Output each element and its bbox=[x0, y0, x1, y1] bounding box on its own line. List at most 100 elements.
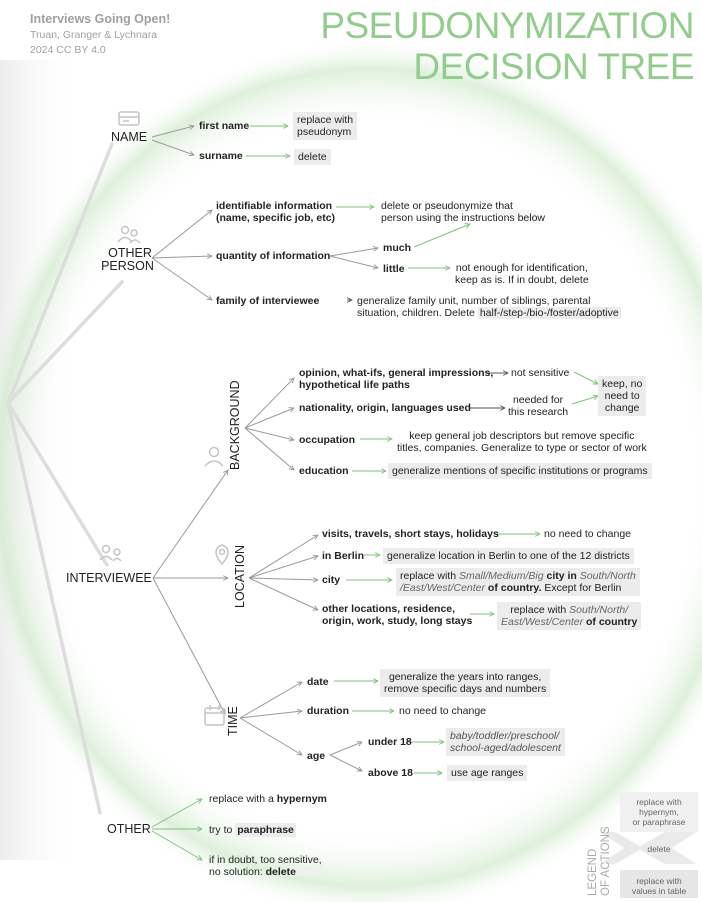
action-text-1: no solution: bbox=[209, 866, 266, 878]
action-line-1: generalize the years into ranges, bbox=[388, 671, 542, 683]
action-text-1: replace with bbox=[400, 570, 459, 582]
legend-item-delete: delete bbox=[647, 844, 671, 854]
action-text-5: /East/West/Center bbox=[400, 582, 486, 594]
category-other: OTHER bbox=[107, 822, 151, 836]
action-text-2: South/North/ bbox=[569, 604, 629, 616]
authors: Truan, Granger & Lychnara bbox=[30, 29, 158, 41]
node-line-1: opinion, what-ifs, general impressions, bbox=[299, 367, 494, 379]
node-date: date bbox=[307, 676, 329, 688]
node-under-18: under 18 bbox=[368, 736, 412, 748]
action-keep-general-job-descriptors: keep general job descriptors but remove … bbox=[397, 430, 647, 454]
action-if-in-doubt-delete: if in doubt, too sensitive, no solution:… bbox=[209, 854, 322, 878]
people-icon bbox=[117, 225, 141, 244]
action-text-1: try to bbox=[209, 824, 236, 836]
action-not-enough-for-identification: not enough for identification, keep as i… bbox=[455, 262, 589, 286]
node-identifiable-information: identifiable information (name, specific… bbox=[216, 200, 335, 224]
subcategory-background: BACKGROUND bbox=[228, 380, 242, 470]
action-line-2: situation, children. Delete half-/step-/… bbox=[357, 307, 621, 319]
node-visits-travels: visits, travels, short stays, holidays bbox=[322, 528, 499, 540]
action-text-2: hypernym bbox=[276, 793, 327, 805]
node-occupation: occupation bbox=[299, 434, 356, 446]
node-duration: duration bbox=[307, 705, 349, 717]
action-line-2: /East/West/Center of country. Except for… bbox=[400, 582, 636, 594]
legend-item-hypernym: replace with hypernym, or paraphrase bbox=[620, 797, 698, 827]
node-line-1: identifiable information bbox=[216, 200, 333, 212]
node-above-18: above 18 bbox=[368, 767, 413, 779]
legend-line-3: or paraphrase bbox=[632, 817, 686, 827]
action-text-3: city in bbox=[543, 570, 580, 582]
node-city: city bbox=[322, 574, 341, 586]
map-pin-icon bbox=[215, 544, 229, 566]
category-name: NAME bbox=[111, 130, 148, 144]
action-line-2: no solution: delete bbox=[209, 866, 322, 878]
action-text-7: Except for Berlin bbox=[544, 582, 622, 594]
action-line-3: change bbox=[604, 402, 640, 414]
node-in-berlin: in Berlin bbox=[322, 550, 365, 562]
legend-line-2: values in table bbox=[631, 886, 687, 896]
legend-item-table: replace with values in table bbox=[620, 876, 698, 896]
action-line-2: titles, companies. Generalize to type or… bbox=[397, 442, 647, 454]
action-keep-no-need-to-change: keep, no need to change bbox=[598, 376, 647, 416]
action-line-2: need to bbox=[604, 390, 640, 402]
node-much: much bbox=[383, 242, 412, 254]
action-text-2: paraphrase bbox=[235, 823, 296, 837]
action-text-4: of country bbox=[583, 616, 638, 628]
action-line-1: replace with South/North/ bbox=[501, 604, 637, 616]
action-line-1: if in doubt, too sensitive, bbox=[209, 854, 322, 866]
legend-line-1: replace with bbox=[636, 797, 682, 807]
person-icon bbox=[204, 446, 224, 467]
action-text-1: replace with a bbox=[209, 793, 277, 805]
action-line-2: remove specific days and numbers bbox=[384, 683, 547, 695]
node-age: age bbox=[307, 750, 326, 762]
action-visits-no-need-to-change: no need to change bbox=[544, 528, 631, 540]
action-line-2: school-aged/adolescent bbox=[450, 742, 561, 754]
project-title: Interviews Going Open! bbox=[30, 12, 171, 26]
action-duration-no-need-to-change: no need to change bbox=[399, 705, 486, 717]
action-line-1: delete or pseudonymize that bbox=[381, 200, 513, 212]
page-title-line-2: DECISION TREE bbox=[413, 46, 694, 87]
action-generalize-institutions: generalize mentions of specific institut… bbox=[388, 463, 652, 479]
action-line-2-highlight: half-/step-/bio-/foster/adoptive bbox=[477, 307, 621, 319]
node-other-locations: other locations, residence, origin, work… bbox=[322, 603, 472, 627]
category-other-person-1: OTHER bbox=[108, 246, 152, 260]
subcategory-time: TIME bbox=[226, 706, 240, 736]
legend-line-2: hypernym, bbox=[639, 807, 679, 817]
action-replace-with-pseudonym: replace with pseudonym bbox=[293, 112, 358, 140]
node-line-2: hypothetical life paths bbox=[299, 379, 410, 391]
legend-line-1: replace with bbox=[636, 876, 682, 886]
action-line-2-text: situation, children. Delete bbox=[357, 307, 478, 319]
node-line-2: origin, work, study, long stays bbox=[322, 615, 473, 627]
category-interviewee: INTERVIEWEE bbox=[66, 571, 152, 585]
action-generalize-family-unit: generalize family unit, number of siblin… bbox=[357, 295, 621, 319]
action-age-groups: baby/toddler/preschool/ school-aged/adol… bbox=[446, 728, 565, 756]
calendar-icon bbox=[204, 705, 225, 726]
action-line-1: keep, no bbox=[602, 378, 643, 390]
node-nationality-origin-languages: nationality, origin, languages used bbox=[299, 402, 471, 414]
legend-title-1: LEGEND bbox=[587, 848, 599, 896]
action-line-1: keep general job descriptors but remove … bbox=[409, 430, 635, 442]
action-use-age-ranges: use age ranges bbox=[447, 765, 528, 781]
action-line-2: keep as is. If in doubt, delete bbox=[455, 274, 589, 286]
action-line-1: replace with bbox=[297, 114, 354, 126]
credit-card-icon bbox=[118, 111, 140, 126]
node-little: little bbox=[383, 263, 405, 275]
subcategory-location: LOCATION bbox=[233, 545, 247, 608]
action-text-4: South/North bbox=[579, 570, 636, 582]
action-text-1: replace with bbox=[510, 604, 570, 616]
action-replace-with-region: replace with South/North/ East/West/Cent… bbox=[497, 602, 642, 630]
node-line-2: (name, specific job, etc) bbox=[216, 212, 336, 224]
action-line-2: pseudonym bbox=[297, 126, 352, 138]
action-text-3: East/West/Center bbox=[501, 616, 584, 628]
node-education: education bbox=[299, 465, 349, 477]
action-line-1: replace with Small/Medium/Big city in So… bbox=[400, 570, 636, 582]
action-line-1: not enough for identification, bbox=[455, 262, 588, 274]
action-line-2: person using the instructions below bbox=[381, 212, 546, 224]
node-family-of-interviewee: family of interviewee bbox=[216, 295, 320, 307]
action-line-2: East/West/Center of country bbox=[501, 616, 637, 628]
action-replace-with-hypernym: replace with a hypernym bbox=[209, 793, 327, 805]
category-other-person-2: PERSON bbox=[101, 259, 154, 273]
action-generalize-years: generalize the years into ranges, remove… bbox=[380, 669, 551, 697]
label-needed-for-this-research: needed for this research bbox=[508, 394, 568, 418]
action-generalize-berlin-district: generalize location in Berlin to one of … bbox=[383, 548, 634, 564]
action-line-1: generalize family unit, number of siblin… bbox=[357, 295, 591, 307]
